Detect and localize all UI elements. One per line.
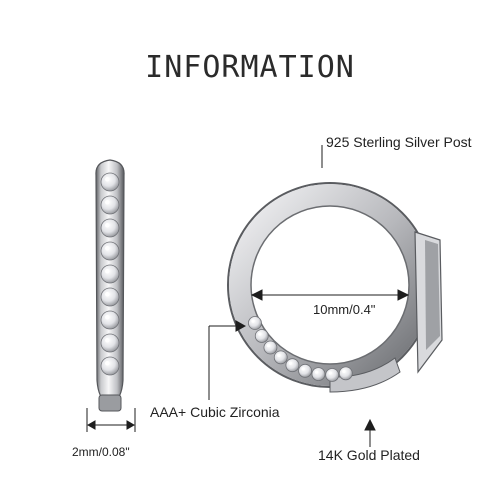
gem-stone [100, 287, 120, 307]
gem-sparkle [105, 361, 110, 366]
stones-label: AAA+ Cubic Zirconia [150, 404, 280, 420]
gem-sparkle [266, 343, 271, 348]
gem-sparkle [105, 200, 110, 205]
gem-sparkle [105, 315, 110, 320]
gem-sparkle [251, 319, 255, 323]
gem-stone [100, 172, 120, 192]
gem-sparkle [105, 177, 110, 182]
gem-stone [100, 195, 120, 215]
earring-side-view [95, 159, 125, 412]
page-title: INFORMATION [145, 50, 355, 85]
gem-stone [273, 350, 288, 365]
gem-stone [100, 241, 120, 261]
gem-sparkle [301, 367, 305, 371]
gem-stone [100, 218, 120, 238]
gem-stone [100, 264, 120, 284]
width-label: 2mm/0.08" [72, 445, 130, 459]
gem-stone [254, 329, 269, 343]
gem-sparkle [328, 371, 332, 375]
earring-hoop-view [227, 182, 443, 393]
gem-stone [248, 316, 262, 330]
gem-stone [100, 310, 120, 330]
plating-label: 14K Gold Plated [318, 447, 420, 463]
gem-sparkle [105, 269, 110, 274]
gem-sparkle [105, 338, 110, 343]
gem-sparkle [288, 361, 293, 365]
gem-stone [100, 333, 120, 353]
gem-sparkle [258, 332, 262, 336]
gem-stone [100, 356, 120, 376]
gem-sparkle [105, 246, 110, 251]
gem-sparkle [105, 292, 110, 297]
gem-stone [311, 367, 326, 382]
gem-stone [285, 358, 300, 373]
gem-stone [325, 368, 340, 382]
gem-stone [263, 340, 278, 355]
post-material-label: 925 Sterling Silver Post [326, 134, 472, 150]
annotations [86, 145, 410, 447]
gem-stone [338, 366, 353, 381]
gem-sparkle [342, 369, 346, 374]
diameter-label: 10mm/0.4" [313, 302, 376, 317]
gem-sparkle [277, 353, 281, 358]
gem-sparkle [314, 370, 319, 374]
gem-sparkle [105, 223, 110, 228]
gem-stone [298, 363, 313, 378]
